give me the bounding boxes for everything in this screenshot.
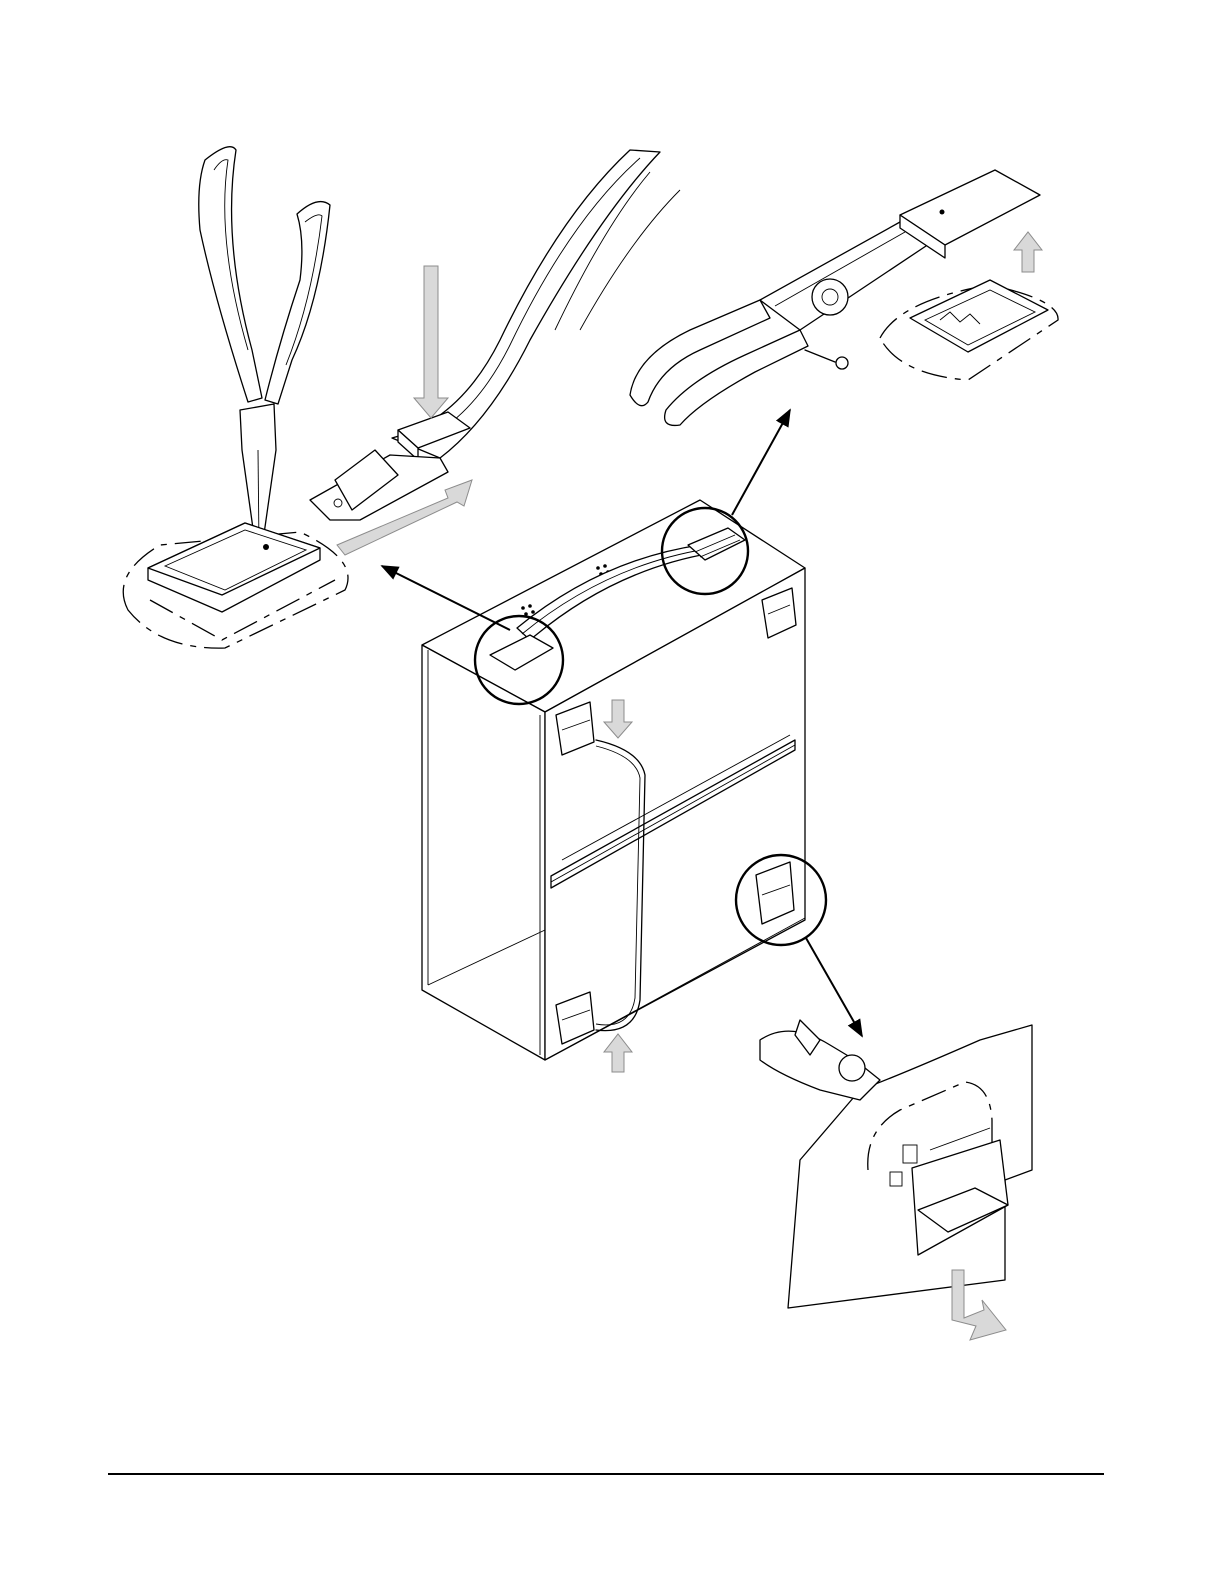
needle-nose-pliers [199,147,330,550]
foot-clip-detail [760,1020,1032,1308]
handle-foot-detail-right [880,280,1058,380]
lift-up-arrow [1014,232,1042,272]
leader-arrow-left [382,566,510,630]
push-up-arrow [604,1034,632,1072]
press-down-arrow [414,266,448,418]
leader-arrow-bottom [806,938,862,1036]
handle-foot-detail-left [123,523,348,648]
handle-strap-detail-left [310,150,680,520]
chassis-left-face [422,645,545,1060]
leader-arrow-top-right [732,410,790,515]
footer-rule [108,1473,1104,1475]
